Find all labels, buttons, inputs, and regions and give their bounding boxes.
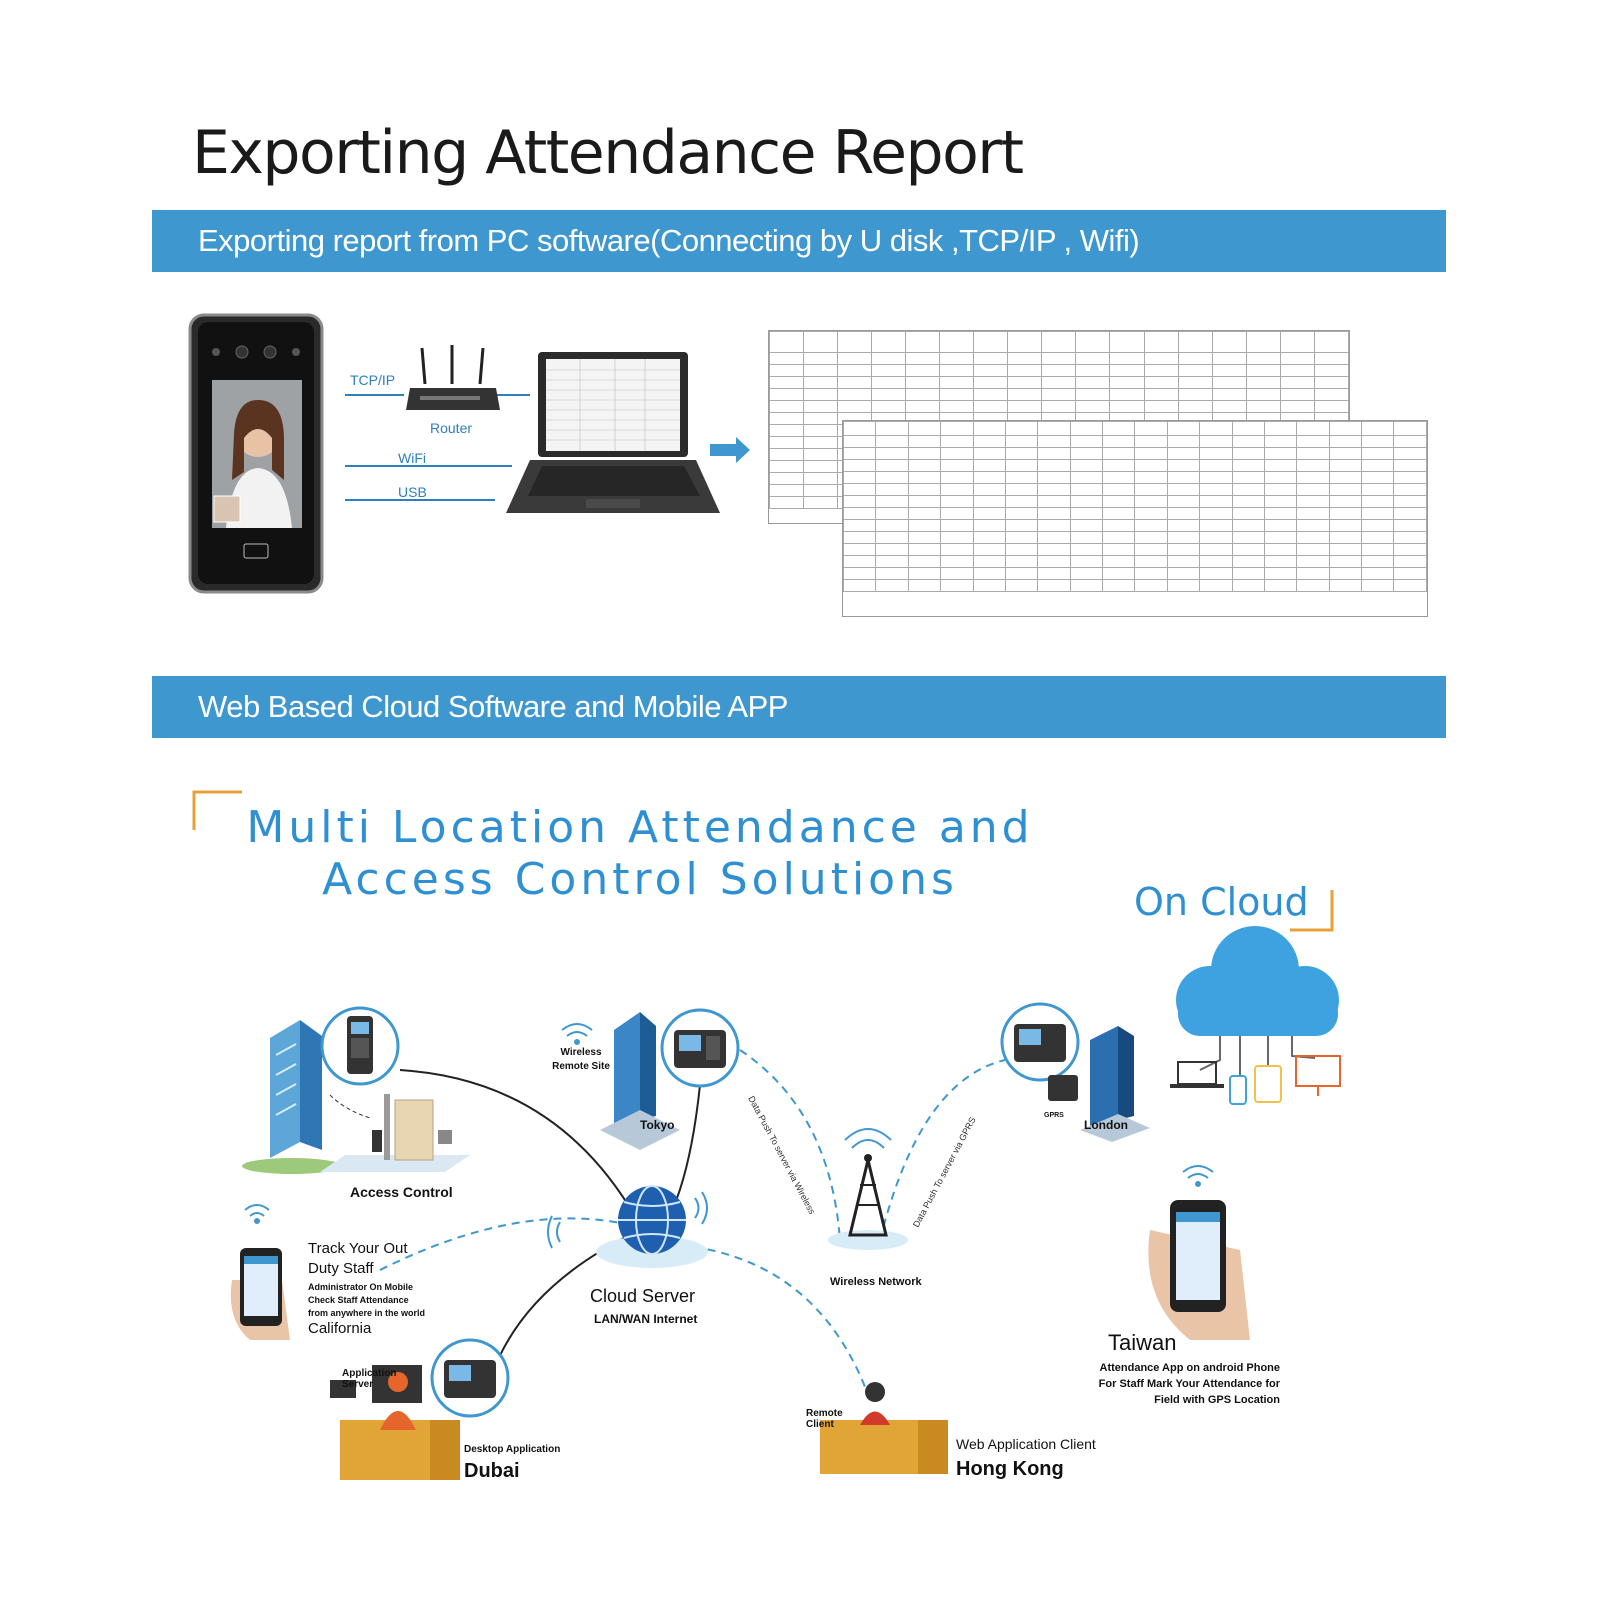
label-tcpip: TCP/IP xyxy=(350,372,396,388)
taiwan-line3: Field with GPS Location xyxy=(1154,1394,1280,1406)
headline-line1: Multi Location Attendance and xyxy=(246,802,1034,853)
wireless-remote-site-label: Wireless Remote Site xyxy=(552,1047,610,1072)
cloud-network-diagram: Data Push To server via Wireless Data Pu… xyxy=(192,790,1341,1480)
corner-bracket-top-left xyxy=(192,790,242,830)
section-band-cloud: Web Based Cloud Software and Mobile APP xyxy=(152,676,1446,738)
report-table-front xyxy=(842,420,1428,617)
attendance-terminal-icon xyxy=(430,1338,510,1418)
web-app-client-label: Web Application Client xyxy=(956,1436,1096,1452)
lan-wan-label: LAN/WAN Internet xyxy=(594,1312,698,1326)
mobile-phone-hand-icon xyxy=(1148,1200,1250,1340)
desktop-workstation-icon xyxy=(330,1365,460,1480)
admin-line2: Check Staff Attendance xyxy=(308,1295,409,1305)
mobile-phone-hand-icon xyxy=(230,1248,290,1340)
gprs-label: GPRS xyxy=(1044,1112,1064,1119)
hong-kong-label: Hong Kong xyxy=(956,1458,1064,1480)
cloud-icon xyxy=(1170,926,1341,1105)
pc-export-diagram xyxy=(188,313,750,594)
cell-tower-icon xyxy=(828,1128,908,1250)
application-server-label: Application Server xyxy=(342,1368,397,1390)
taiwan-line2: For Staff Mark Your Attendance for xyxy=(1098,1378,1280,1390)
router-icon xyxy=(406,345,500,410)
admin-line3: from anywhere in the world xyxy=(308,1308,426,1318)
track-line1: Track Your Out xyxy=(308,1240,408,1257)
desktop-app-label: Desktop Application xyxy=(464,1444,561,1455)
fingerprint-terminal-icon xyxy=(1000,1002,1080,1082)
attendance-terminal-icon xyxy=(660,1008,740,1088)
section-band-pc: Exporting report from PC software(Connec… xyxy=(152,210,1446,272)
remote-client-desk-icon xyxy=(820,1382,948,1474)
on-cloud-label: On Cloud xyxy=(1134,880,1309,924)
arrow-right-icon xyxy=(710,437,750,463)
fingerprint-terminal-icon xyxy=(320,1006,400,1086)
label-usb: USB xyxy=(398,484,427,500)
corner-bracket-top-right xyxy=(1290,890,1334,932)
headline-line2: Access Control Solutions xyxy=(322,854,958,905)
london-label: London xyxy=(1084,1118,1128,1132)
admin-line1: Administrator On Mobile xyxy=(308,1282,414,1292)
door-access-icon xyxy=(320,1094,470,1172)
access-control-label: Access Control xyxy=(350,1184,453,1200)
label-wifi: WiFi xyxy=(398,450,426,466)
taiwan-line1: Attendance App on android Phone xyxy=(1099,1362,1280,1374)
face-recognition-terminal-icon xyxy=(188,313,324,594)
wifi-icon xyxy=(244,1204,270,1224)
cloud-server-globe-icon xyxy=(547,1185,708,1268)
track-line2: Duty Staff xyxy=(308,1260,374,1277)
push-wireless-caption: Data Push To server via Wireless xyxy=(746,1094,817,1216)
office-building-icon xyxy=(242,1020,342,1174)
cloud-server-label: Cloud Server xyxy=(590,1286,696,1306)
tokyo-label: Tokyo xyxy=(640,1118,675,1132)
california-label: California xyxy=(308,1320,372,1337)
dubai-label: Dubai xyxy=(464,1460,520,1482)
wifi-icon xyxy=(1182,1165,1214,1187)
page-title: Exporting Attendance Report xyxy=(192,118,1024,188)
london-building-icon xyxy=(1048,1026,1150,1142)
taiwan-label: Taiwan xyxy=(1108,1330,1177,1355)
laptop-icon xyxy=(506,352,720,513)
wireless-network-label: Wireless Network xyxy=(830,1276,922,1288)
wifi-icon xyxy=(561,1023,593,1045)
remote-client-label: Remote Client xyxy=(806,1408,843,1430)
tokyo-tower-icon xyxy=(600,1012,680,1150)
label-router: Router xyxy=(430,420,473,436)
